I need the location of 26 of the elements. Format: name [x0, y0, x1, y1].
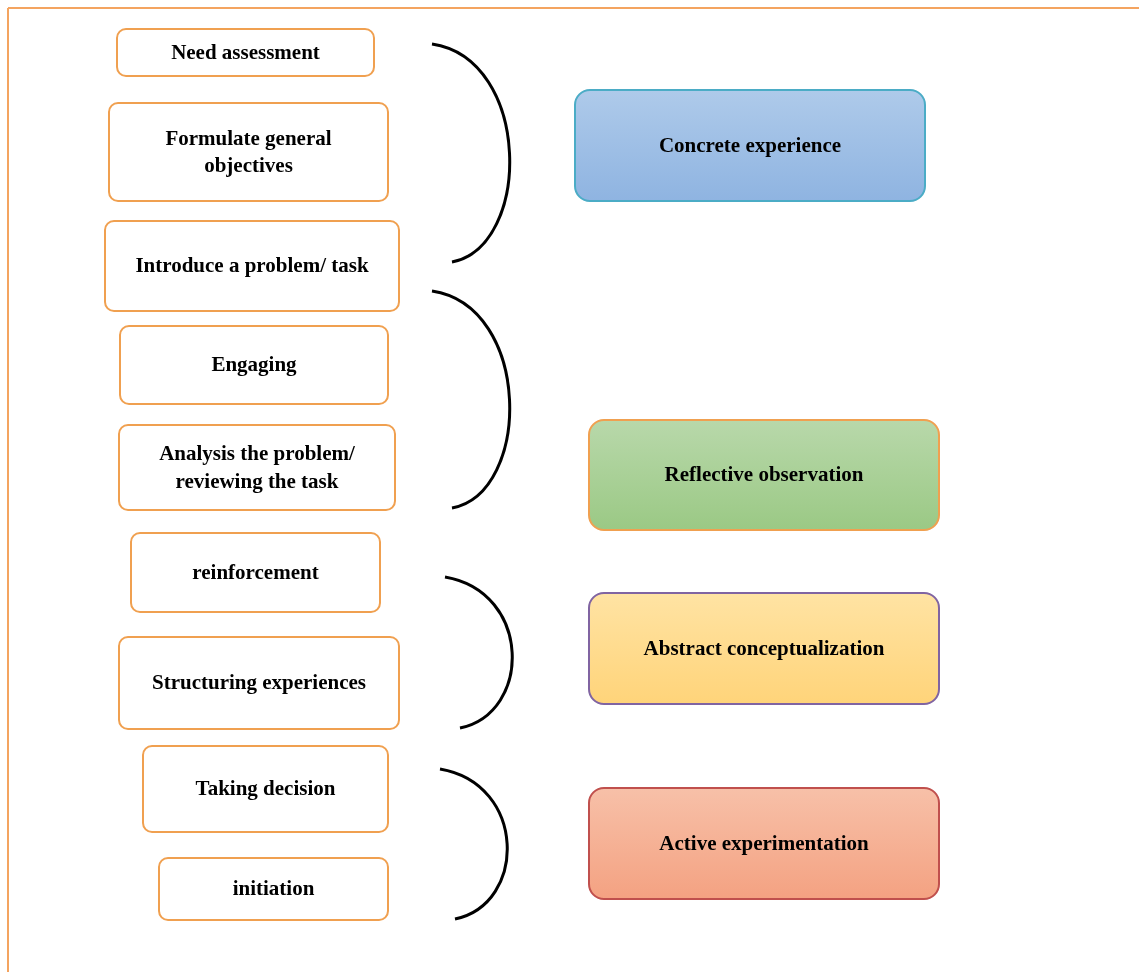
stage-box	[574, 89, 926, 202]
stage-box	[588, 592, 940, 705]
step-box	[118, 424, 396, 511]
box-label: Engaging	[211, 351, 297, 379]
box-label: Analysis the problem/ reviewing the task	[158, 440, 356, 495]
box-label: Abstract conceptualization	[643, 634, 885, 662]
box-label: initiation	[232, 875, 315, 903]
box-label: reinforcement	[192, 558, 319, 586]
box-label: Taking decision	[195, 775, 336, 803]
step-box	[104, 220, 400, 312]
box-label: Reflective observation	[664, 461, 864, 489]
box-label: Need assessment	[171, 38, 320, 66]
box-label: Active experimentation	[659, 829, 869, 857]
stage-box	[588, 787, 940, 900]
step-box	[119, 325, 389, 405]
box-label: Concrete experience	[658, 131, 842, 159]
box-label: Formulate general objectives	[164, 124, 333, 179]
box-label: Structuring experiences	[151, 669, 366, 697]
step-box	[116, 28, 375, 77]
box-label: Introduce a problem/ task	[135, 252, 369, 280]
step-box	[118, 636, 400, 730]
step-box	[108, 102, 389, 202]
stage-box	[588, 419, 940, 531]
step-box	[158, 857, 389, 921]
step-box	[130, 532, 381, 613]
step-box	[142, 745, 389, 833]
